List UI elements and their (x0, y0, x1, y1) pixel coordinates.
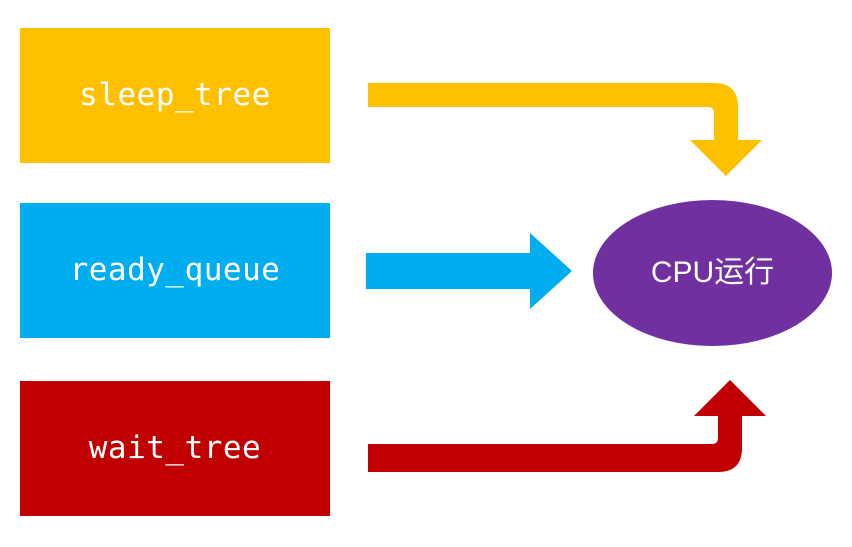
node-wait-tree-label: wait_tree (88, 430, 262, 466)
arrow-wait-tree-to-cpu (368, 380, 766, 472)
node-wait-tree[interactable]: wait_tree (20, 381, 330, 516)
node-ready-queue-label: ready_queue (69, 252, 281, 288)
arrow-ready-queue-to-cpu (366, 233, 572, 309)
node-cpu-run[interactable]: CPU运行 (593, 200, 832, 346)
node-sleep-tree[interactable]: sleep_tree (20, 28, 330, 163)
node-sleep-tree-label: sleep_tree (79, 77, 271, 113)
node-cpu-run-label: CPU运行 (650, 256, 775, 289)
node-ready-queue[interactable]: ready_queue (20, 203, 330, 338)
arrow-sleep-tree-to-cpu (368, 83, 762, 176)
